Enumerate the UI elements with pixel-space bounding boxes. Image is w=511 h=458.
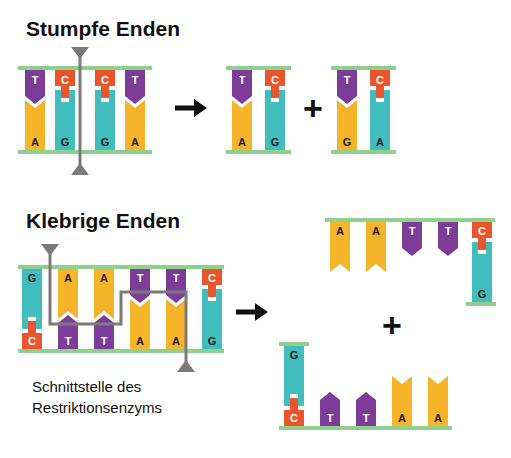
section-heading: Klebrige Enden — [26, 210, 180, 231]
base-letter: A — [172, 336, 180, 347]
base-letter: G — [290, 350, 299, 361]
base-letter: T — [327, 413, 334, 424]
base-letter: G — [343, 137, 352, 148]
base-letter: T — [173, 273, 180, 284]
base-letter: A — [131, 137, 139, 148]
section-heading: Stumpfe Enden — [26, 18, 180, 39]
base-letter: A — [372, 226, 380, 237]
base-letter: C — [271, 75, 279, 86]
base-letter: A — [434, 413, 442, 424]
reaction-arrow — [175, 99, 207, 117]
base-letter: T — [445, 226, 452, 237]
base-letter: A — [398, 413, 406, 424]
sticky-dna — [18, 244, 224, 372]
reaction-arrow — [236, 303, 268, 321]
base-letter: G — [28, 273, 37, 284]
base-letter: G — [61, 137, 70, 148]
base-letter: C — [290, 413, 298, 424]
base-letter: A — [238, 137, 246, 148]
base-letter: T — [409, 226, 416, 237]
base-letter: G — [208, 336, 217, 347]
base-letter: A — [336, 226, 344, 237]
base-letter: C — [208, 273, 216, 284]
base-letter: A — [376, 137, 384, 148]
base-letter: A — [64, 273, 72, 284]
base-letter: A — [136, 336, 144, 347]
base-letter: G — [271, 137, 280, 148]
plus-sign: + — [382, 308, 402, 342]
base-letter: A — [31, 137, 39, 148]
base-letter: T — [101, 336, 108, 347]
blunt-dna — [18, 47, 152, 175]
base-letter: T — [65, 336, 72, 347]
base-letter: T — [32, 75, 39, 86]
base-letter: T — [344, 75, 351, 86]
base-letter: T — [132, 75, 139, 86]
blunt-products — [226, 66, 396, 154]
base-letter: C — [101, 75, 109, 86]
plus-sign: + — [303, 91, 323, 125]
base-letter: C — [376, 75, 384, 86]
base-letter: G — [478, 289, 487, 300]
base-letter: C — [61, 75, 69, 86]
base-letter: G — [101, 137, 110, 148]
caption-note: Schnittstelle des Restriktionsenzyms — [32, 376, 192, 418]
base-letter: C — [28, 336, 36, 347]
base-letter: C — [478, 226, 486, 237]
base-letter: T — [239, 75, 246, 86]
sticky-products — [279, 218, 496, 430]
base-letter: T — [137, 273, 144, 284]
base-letter: T — [363, 413, 370, 424]
base-letter: A — [100, 273, 108, 284]
